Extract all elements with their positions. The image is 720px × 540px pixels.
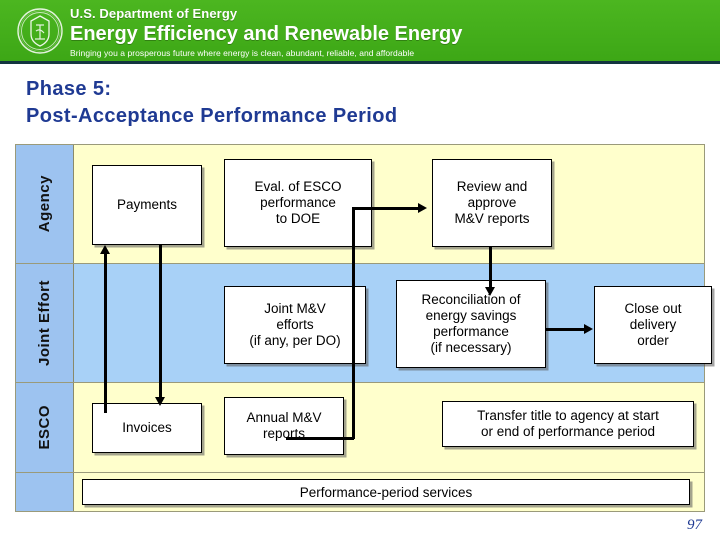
process-box-invoices[interactable]: Invoices — [92, 403, 202, 453]
process-box-transfer-title[interactable]: Transfer title to agency at start or end… — [442, 401, 694, 447]
swimlane-label-esco-text: ESCO — [36, 405, 53, 450]
program-title: Energy Efficiency and Renewable Energy — [70, 22, 462, 46]
swimlane-label-footer — [16, 473, 74, 511]
department-label: U.S. Department of Energy — [70, 6, 238, 21]
swimlane-label-esco: ESCO — [16, 383, 74, 472]
swimlane-footer-body: Performance-period services — [74, 473, 704, 511]
swimlane-label-agency-text: Agency — [36, 175, 53, 233]
connector-payments-to-esco — [159, 245, 162, 399]
connector-into-review-approve — [352, 207, 420, 210]
arrowhead-invoices-to-payments — [100, 245, 110, 254]
connector-review-to-reconciliation — [489, 247, 492, 291]
process-box-close-out-delivery-order[interactable]: Close out delivery order — [594, 286, 712, 364]
swimlane-diagram: Agency Payments Eval. of ESCO performanc… — [15, 144, 712, 512]
connector-invoices-to-payments — [104, 253, 107, 413]
arrowhead-into-review-approve — [418, 203, 427, 213]
program-title-part2: Renewable Energy — [284, 23, 463, 45]
connector-annual-reports-horizontal — [286, 437, 354, 440]
swimlane-joint-effort: Joint Effort Joint M&V efforts (if any, … — [16, 264, 712, 383]
swimlane-agency-body: Payments Eval. of ESCO performance to DO… — [74, 145, 704, 263]
arrowhead-reconciliation-to-closeout — [584, 324, 593, 334]
process-box-annual-mv-reports[interactable]: Annual M&V reports — [224, 397, 344, 455]
page-title-line1: Phase 5: — [26, 78, 112, 100]
connector-annual-reports-vertical — [352, 207, 355, 439]
program-title-conjunction: and — [237, 23, 285, 45]
swimlane-joint-effort-body: Joint M&V efforts (if any, per DO) Recon… — [74, 264, 712, 382]
page-title: Phase 5: Post-Acceptance Performance Per… — [26, 76, 686, 130]
swimlane-label-agency: Agency — [16, 145, 74, 263]
process-box-review-approve-mv-reports[interactable]: Review and approve M&V reports — [432, 159, 552, 247]
page-number: 97 — [687, 517, 702, 533]
swimlane-esco-body: Invoices Annual M&V reports Transfer tit… — [74, 383, 704, 472]
banner-tagline: Bringing you a prosperous future where e… — [70, 48, 415, 58]
process-box-joint-mv-efforts[interactable]: Joint M&V efforts (if any, per DO) — [224, 286, 366, 364]
process-box-eval-esco-performance[interactable]: Eval. of ESCO performance to DOE — [224, 159, 372, 247]
program-title-part1: Energy Efficiency — [70, 23, 238, 45]
process-box-payments[interactable]: Payments — [92, 165, 202, 245]
doe-header-banner: U.S. Department of Energy Energy Efficie… — [0, 0, 720, 64]
swimlane-label-joint-effort: Joint Effort — [16, 264, 74, 382]
swimlane-footer: Performance-period services — [16, 473, 704, 511]
arrowhead-payments-to-esco — [155, 397, 165, 406]
swimlane-agency: Agency Payments Eval. of ESCO performanc… — [16, 145, 704, 264]
process-box-reconciliation-energy-savings[interactable]: Reconciliation of energy savings perform… — [396, 280, 546, 368]
banner-text-block: U.S. Department of Energy Energy Efficie… — [70, 6, 462, 59]
swimlane-label-joint-effort-text: Joint Effort — [36, 280, 53, 366]
doe-seal-icon — [17, 8, 63, 54]
page-title-line2: Post-Acceptance Performance Period — [26, 105, 398, 127]
footer-bar-performance-period-services: Performance-period services — [82, 479, 690, 505]
swimlane-esco: ESCO Invoices Annual M&V reports Transfe… — [16, 383, 704, 473]
arrowhead-review-to-reconciliation — [485, 287, 495, 296]
connector-reconciliation-to-closeout — [546, 328, 586, 331]
